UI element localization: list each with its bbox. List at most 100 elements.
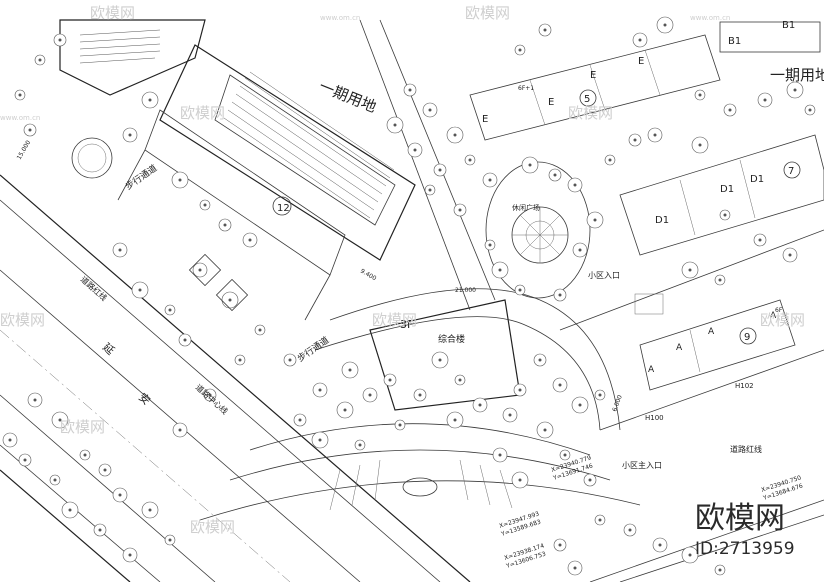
block-7-label: 7 [788, 166, 794, 177]
tree-center [408, 88, 412, 92]
tree-center [8, 438, 12, 442]
brand-name: 欧模网 [695, 501, 785, 536]
tree-center [458, 208, 462, 212]
dimension-4: 9.400 [359, 268, 378, 283]
tree-center [728, 108, 732, 112]
watermarks: 欧模网 欧模网 欧模网 欧模网 欧模网 欧模网 欧模网 欧模网 欧模网 www.… [0, 4, 805, 536]
main-entrance-label: 小区主入口 [622, 460, 662, 470]
right-buildings [359, 19, 824, 582]
tree-center [573, 566, 577, 570]
building-e-1: E [482, 114, 488, 125]
dimension-1: 21.000 [455, 287, 476, 294]
tree-center [178, 178, 182, 182]
watermark: 欧模网 [568, 104, 613, 122]
road-red-line-right: 道路红线 [730, 444, 762, 454]
watermark-url: www.om.cn [0, 114, 40, 122]
tree-center [528, 163, 532, 167]
tree-center [368, 393, 372, 397]
tree-center [688, 268, 692, 272]
tree-center [458, 378, 462, 382]
tree-center [348, 368, 352, 372]
building-b1-2: B1 [782, 20, 795, 31]
tree-center [438, 358, 442, 362]
tree-center [358, 443, 362, 447]
tree-center [573, 183, 577, 187]
tree-center [598, 393, 602, 397]
clubhouse-label: 综合楼 [438, 333, 465, 345]
tree-center [723, 213, 727, 217]
watermark: 欧模网 [0, 311, 45, 329]
roundabout [71, 137, 113, 179]
tree-center [578, 248, 582, 252]
phase-one-land-label-left: 一期用地 [317, 77, 379, 116]
tree-center [518, 288, 522, 292]
circular-garden [485, 161, 591, 299]
block-9-label: 9 [744, 332, 750, 343]
tree-center [478, 403, 482, 407]
building-12-cluster [59, 19, 416, 321]
tree-center [388, 378, 392, 382]
tree-center [228, 298, 232, 302]
tree-center [498, 268, 502, 272]
building-e-2: E [548, 97, 554, 108]
road-center-line: 道路中心线 [194, 382, 230, 416]
tree-center [298, 418, 302, 422]
tree-center [543, 28, 547, 32]
tree-center [178, 428, 182, 432]
tree-center [413, 148, 417, 152]
tree-center [658, 543, 662, 547]
dimension-2: 6.000 [611, 394, 624, 413]
tree-center [558, 543, 562, 547]
dimension-3: 15.000 [16, 139, 33, 161]
tree-center [793, 88, 797, 92]
tree-symbols [2, 16, 816, 576]
building-e-4: E [638, 56, 644, 67]
building-d1-3: D1 [750, 174, 764, 185]
tree-center [808, 108, 812, 112]
tree-center [318, 388, 322, 392]
tree-center [598, 518, 602, 522]
road-name-2: 安 [136, 390, 154, 408]
road-red-line-left: 道路红线 [79, 274, 109, 303]
fountain [402, 477, 438, 497]
tree-center [468, 158, 472, 162]
tree-center [698, 143, 702, 147]
tree-center [508, 413, 512, 417]
tree-center [83, 453, 87, 457]
tree-center [698, 93, 702, 97]
brand-stamp: 欧模网 ID:2713959 [695, 501, 795, 559]
tree-center [553, 173, 557, 177]
block-9-marker [739, 327, 757, 345]
tree-center [718, 568, 722, 572]
tree-center [148, 98, 152, 102]
tree-center [563, 453, 567, 457]
building-b1-1: B1 [728, 36, 741, 47]
tree-center [593, 218, 597, 222]
tree-center [498, 453, 502, 457]
watermark: 欧模网 [760, 311, 805, 329]
tree-center [223, 223, 227, 227]
tree-center [248, 238, 252, 242]
tree-center [543, 428, 547, 432]
tree-center [393, 123, 397, 127]
planter-box [188, 253, 222, 287]
tree-center [518, 388, 522, 392]
tree-center [428, 188, 432, 192]
tree-center [788, 253, 792, 257]
block-12-label: 12 [277, 203, 290, 214]
tree-center [148, 508, 152, 512]
tree-center [688, 553, 692, 557]
building-e-3: E [590, 70, 596, 81]
pedestrian-passage-bottom: 步行通道 [295, 334, 331, 364]
tree-center [488, 243, 492, 247]
tree-center [98, 528, 102, 532]
planter-box [215, 278, 249, 312]
tree-center [53, 478, 57, 482]
tree-center [608, 158, 612, 162]
tree-center [653, 133, 657, 137]
watermark: 欧模网 [465, 4, 510, 22]
tree-center [538, 358, 542, 362]
tree-center [68, 508, 72, 512]
h100-label: H100 [645, 414, 664, 422]
tree-center [663, 23, 667, 27]
